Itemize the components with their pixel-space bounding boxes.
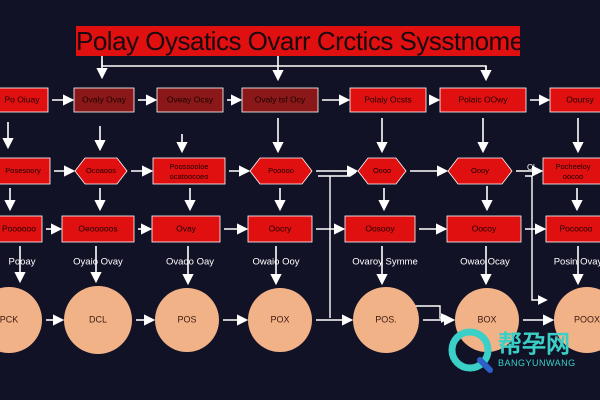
row4-label: Pooay	[9, 257, 36, 268]
row1-box	[439, 87, 527, 113]
row5-circle	[554, 287, 600, 353]
row2-hexagon	[249, 157, 313, 185]
row1-box	[156, 87, 224, 113]
row3-box	[247, 215, 313, 243]
row1-box	[0, 87, 49, 113]
watermark-logo	[448, 328, 493, 373]
row5-circle	[455, 288, 519, 352]
row1-label: Ovaly tsf Ocy	[255, 94, 306, 104]
row5-circle	[0, 287, 42, 353]
row5-label: POS.	[375, 314, 397, 324]
row5-circle	[248, 288, 312, 352]
row4-label: Ovaoo Oay	[166, 257, 214, 268]
watermark-logo-ring	[448, 328, 492, 372]
row4-label: Owaio Ooy	[253, 257, 300, 268]
row2-label: Oooy	[471, 166, 489, 175]
row4-label: Oyaio Ovay	[73, 257, 123, 268]
diagram-title: Polay Oysatics Ovarr Crctics Sysstnome	[76, 26, 520, 56]
row3-label: Oeooooos	[78, 223, 117, 233]
row3-label: Oocry	[269, 223, 292, 233]
row1-box	[73, 87, 135, 113]
row2-box	[542, 157, 600, 185]
row4-label: Owao Ocay	[460, 257, 510, 268]
row1-label: Ooursy	[566, 94, 594, 104]
row5-label: POX	[270, 314, 289, 324]
row5-circle	[64, 286, 132, 354]
watermark-logo-tail	[477, 357, 493, 373]
row4-label: Ovaroy Symme	[352, 257, 417, 268]
row2-box	[0, 157, 51, 185]
row3-label: Poooooo	[2, 223, 36, 233]
row3-label: Pococoo	[559, 223, 592, 233]
connector-mid-curve	[330, 171, 357, 177]
row2-extra-label: CI	[527, 163, 535, 172]
row5-label: DCL	[89, 314, 107, 324]
title-bracket-line	[101, 60, 487, 78]
row5-circle	[155, 288, 219, 352]
row1-label: Ovaly Ovay	[82, 94, 127, 104]
connector-mid-vertical	[318, 175, 331, 318]
row1-box	[349, 87, 427, 113]
row3-box	[151, 215, 221, 243]
row2-label: Pooooo	[268, 166, 294, 175]
row2-hexagon	[357, 157, 407, 185]
row5-label: POOX	[574, 314, 600, 324]
row1-box	[549, 87, 600, 113]
row5-label: POS	[177, 314, 196, 324]
row3-label: Oocoy	[472, 223, 497, 233]
row3-label: Ovay	[176, 223, 197, 233]
row1-label: Oveay Ocsy	[167, 94, 214, 104]
row2-box	[152, 157, 226, 185]
row1-label: Polaic OOwy	[458, 94, 508, 104]
row1-label: Po Oiuay	[5, 94, 41, 104]
row3-box	[0, 215, 43, 243]
row2-label: Ocoaoos	[86, 166, 116, 175]
row3-box	[344, 215, 416, 243]
row1-box	[241, 87, 319, 113]
row2-label: Oooo	[373, 166, 391, 175]
row2-hexagon	[74, 157, 128, 185]
watermark: 帮孕网 BANGYUNWANG	[498, 329, 598, 369]
row2-hexagon	[447, 157, 513, 185]
row3-label: Oosooy	[365, 223, 395, 233]
row5-circle	[353, 287, 419, 353]
row1-label: Polaiy Ocsts	[364, 94, 411, 104]
row5-label: PCK	[0, 314, 18, 324]
row3-box	[61, 215, 135, 243]
connector-right-vertical	[525, 175, 548, 305]
row5-label: BOX	[477, 314, 496, 324]
row3-box	[545, 215, 600, 243]
watermark-main-text: 帮孕网	[498, 329, 570, 358]
connector-lower-bend	[415, 305, 451, 323]
watermark-sub-text: BANGYUNWANG	[498, 358, 576, 368]
row3-box	[446, 215, 522, 243]
row2-label: Posesoory	[5, 166, 41, 175]
row4-label: Posin Ovay	[554, 257, 600, 268]
